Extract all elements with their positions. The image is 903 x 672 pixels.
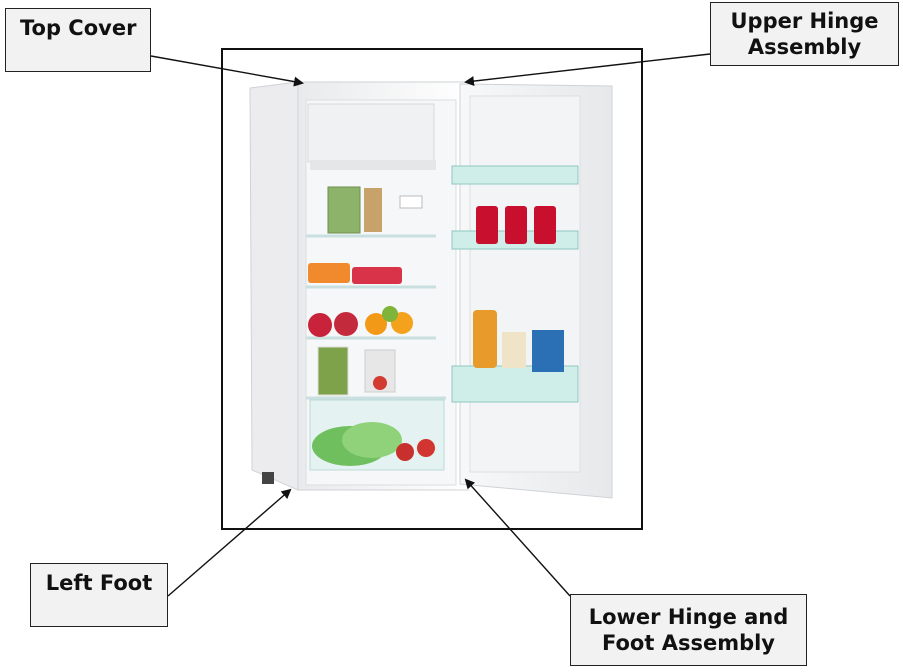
arrow-top-cover — [150, 55, 304, 87]
left-foot-part — [262, 472, 274, 484]
callout-arrows — [150, 53, 711, 597]
lower-hinge-foot-assembly-label: Lower Hinge and Foot Assembly — [570, 594, 807, 666]
top-cover-label: Top Cover — [5, 8, 151, 72]
upper-hinge-assembly-label: Upper Hinge Assembly — [710, 2, 899, 66]
left-foot-label: Left Foot — [30, 563, 168, 627]
fridge-contents — [308, 186, 435, 466]
arrow-left-foot — [167, 488, 292, 597]
arrow-lower-hinge — [464, 478, 571, 597]
arrow-upper-hinge — [464, 53, 711, 87]
refrigerator-door — [451, 83, 613, 499]
